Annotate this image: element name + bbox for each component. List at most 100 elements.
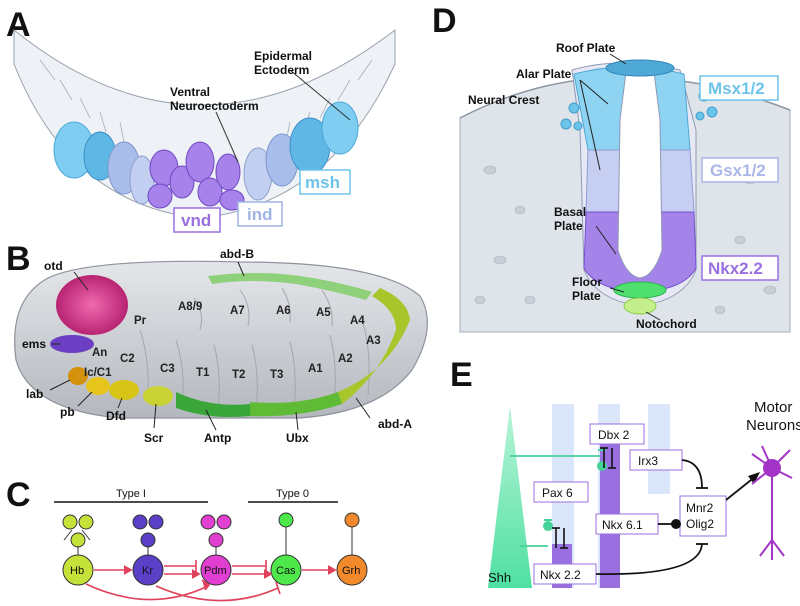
motor-neuron-arrowhead [748, 472, 760, 484]
segment-t2: T2 [232, 369, 245, 381]
segment-a1: A1 [308, 363, 323, 375]
shh-gradient [488, 406, 532, 588]
gene-antp: Antp [204, 431, 231, 445]
label-neuroectoderm: Neuroectoderm [170, 99, 259, 113]
segment-pr: Pr [134, 315, 147, 327]
gene-leader-lines [49, 261, 371, 431]
nkx61-activation [671, 519, 681, 529]
label-ventral: Ventral [170, 85, 210, 99]
nkx-box [701, 255, 779, 281]
gene-lab: lab [26, 387, 43, 401]
segment-a7: A7 [230, 305, 245, 317]
panel-d-leader-lines [579, 53, 661, 321]
ind-box [237, 201, 283, 227]
motor-neuron [751, 445, 793, 560]
shh-label: Shh [488, 570, 511, 585]
gene-scr: Scr [144, 431, 164, 445]
gene-pb: pb [60, 405, 75, 419]
panel-a: A [6, 6, 396, 233]
msx-box [699, 75, 779, 101]
label-roof-plate: Roof Plate [556, 41, 616, 55]
vnd-box [173, 207, 221, 233]
msh-box [299, 169, 351, 195]
gene-abd-b: abd-B [220, 247, 254, 261]
ventral-leader-line [215, 111, 239, 163]
floor-plate [613, 281, 667, 299]
segment-t1: T1 [196, 367, 210, 379]
mnr2-olig2-box [679, 495, 727, 537]
label-plate: Plate [554, 219, 583, 233]
irx3-label: Irx3 [638, 454, 658, 468]
gene-msx: Msx1/2 [708, 79, 765, 98]
neural-tube-lumen [617, 67, 663, 279]
gsx-box [701, 157, 779, 183]
mesenchyme-cells [474, 165, 777, 315]
segment-a5: A5 [316, 307, 331, 319]
node-kr-label: Kr [142, 565, 153, 577]
gene-ems: ems [22, 337, 46, 351]
type1-header: Type I [116, 488, 146, 500]
panel-b: B [6, 240, 428, 445]
segment-a2: A2 [338, 353, 353, 365]
label-alar-plate: Alar Plate [516, 67, 572, 81]
node-pdm-label: Pdm [204, 565, 227, 577]
label-floor-plate: Plate [572, 289, 601, 303]
panel-e: E Shh Dbx 2 Irx3 Pax 6 [450, 356, 800, 588]
epidermal-leader-line [289, 69, 351, 121]
segment-c3: C3 [160, 363, 175, 375]
roof-plate [605, 59, 675, 77]
ind-cells-left [107, 141, 155, 205]
pax6-label: Pax 6 [542, 486, 573, 500]
gene-ubx: Ubx [286, 431, 309, 445]
segment-an: An [92, 347, 107, 359]
label-floor: Floor [572, 275, 602, 289]
panel-c: C Type I Type 0 Hb Kr [6, 476, 368, 602]
gene-nkx: Nkx2.2 [708, 259, 763, 278]
ems-domain [50, 335, 94, 353]
antp-domain [176, 392, 250, 417]
olig2-label: Olig2 [686, 517, 714, 531]
label-neural-crest: Neural Crest [468, 93, 539, 107]
segment-a3: A3 [366, 335, 381, 347]
neurons-label: Neurons [746, 417, 800, 434]
dbx2-label: Dbx 2 [598, 428, 630, 442]
motor-label: Motor [754, 399, 792, 416]
node-pdm: Pdm [200, 514, 232, 586]
vnd-cells [147, 141, 245, 211]
node-grh: Grh [336, 512, 368, 586]
label-epidermal: Epidermal [254, 49, 312, 63]
dfd-domain [109, 380, 139, 400]
node-cas: Cas [270, 512, 302, 586]
segment-ic-c1: Ic/C1 [84, 367, 112, 379]
label-ectoderm: Ectoderm [254, 63, 309, 77]
panel-label-e: E [450, 356, 473, 394]
gene-dfd: Dfd [106, 409, 126, 423]
msh-cells-right [289, 101, 359, 175]
gene-ind: ind [247, 205, 273, 224]
segment-c2: C2 [120, 353, 135, 365]
pb-domain [86, 377, 110, 395]
shh-activation-nkx22 [543, 521, 553, 531]
scr-domain [143, 386, 173, 406]
segment-a6: A6 [276, 305, 291, 317]
panel-label-b: B [6, 240, 31, 278]
segment-a8-9: A8/9 [178, 301, 202, 313]
gene-gsx: Gsx1/2 [710, 161, 766, 180]
node-kr: Kr [132, 514, 164, 586]
gene-msh: msh [305, 173, 340, 192]
segment-a4: A4 [350, 315, 365, 327]
lab-domain [68, 367, 88, 385]
panel-d: D [432, 2, 791, 333]
pax6-box [533, 481, 589, 503]
shh-activation-dbx2 [597, 461, 607, 471]
node-hb: Hb [62, 514, 94, 586]
dbx2-box [589, 423, 645, 445]
notochord [623, 297, 657, 315]
motor-neuron-soma [763, 459, 781, 477]
label-basal: Basal [554, 205, 586, 219]
otd-domain [56, 275, 128, 335]
cross-repression-ticks [552, 447, 616, 549]
node-hb-label: Hb [70, 565, 84, 577]
shh-signaling [510, 455, 600, 547]
ubx-domain [250, 392, 342, 417]
